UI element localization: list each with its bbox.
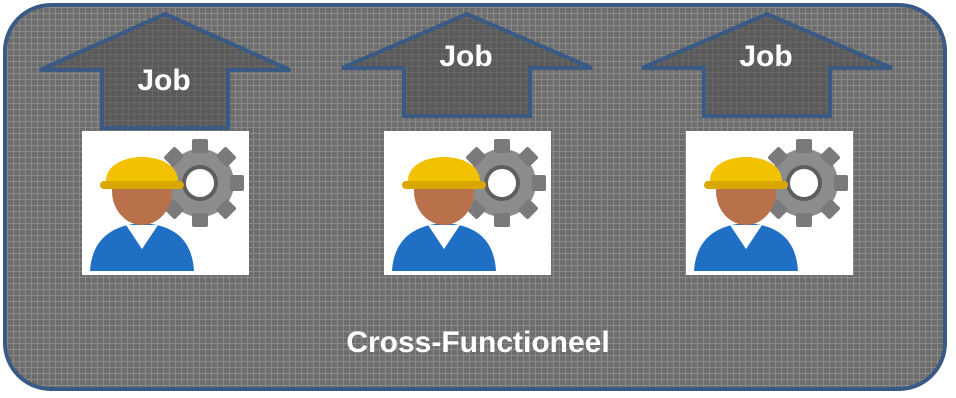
job-label: Job: [137, 64, 191, 97]
cross-functional-caption: Cross-Functioneel: [346, 326, 610, 359]
worker-card: [686, 131, 853, 275]
job-label: Job: [439, 40, 493, 73]
job-label: Job: [739, 40, 793, 73]
up-arrow: [39, 12, 291, 130]
up-arrow: [641, 12, 893, 118]
worker-card: [384, 131, 551, 275]
up-arrow: [341, 12, 593, 118]
worker-gear-icon: [694, 139, 848, 271]
worker-gear-icon: [392, 139, 546, 271]
worker-card: [82, 131, 249, 275]
worker-gear-icon: [90, 139, 244, 271]
